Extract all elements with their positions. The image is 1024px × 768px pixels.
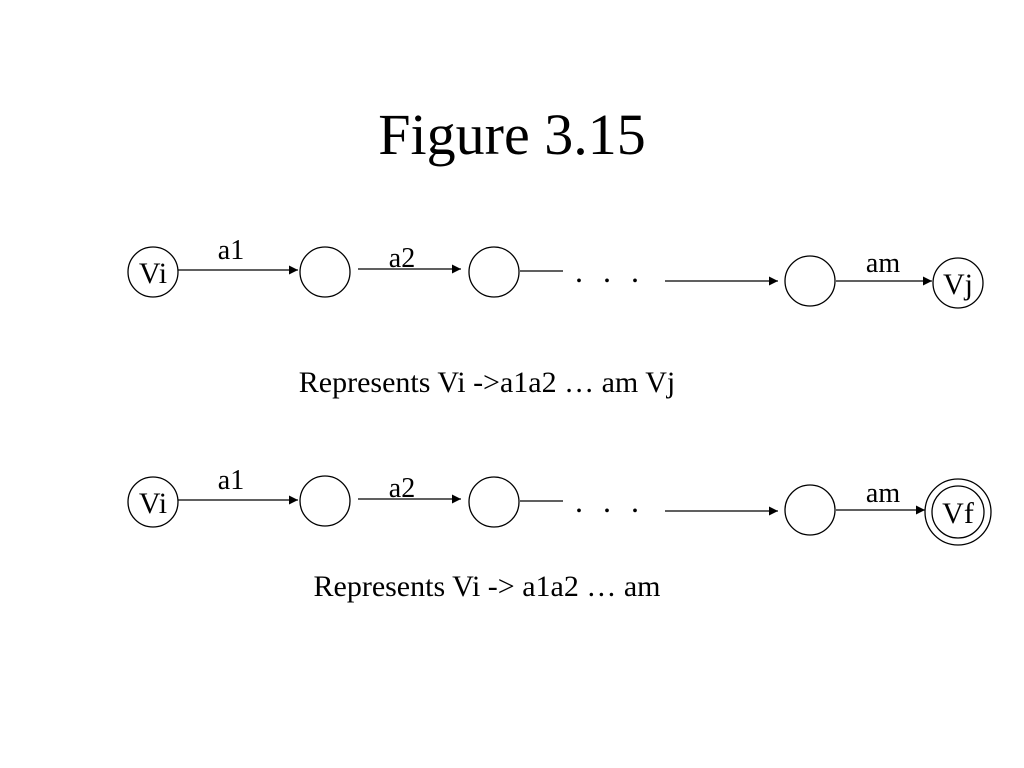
diagram-caption: Represents Vi -> a1a2 … am: [314, 570, 661, 603]
transition-label-a2: a2: [389, 473, 415, 504]
end-state-node: [932, 257, 984, 309]
final-state-label: Vf: [942, 497, 974, 530]
intermediate-state-node: [468, 476, 520, 528]
transition-label-am: am: [866, 478, 900, 509]
intermediate-state-node: [468, 246, 520, 298]
start-state-label: Vi: [139, 257, 167, 290]
path-diagram-1: Vi a1 a2 . . . am Vj Represents Vi ->a1a…: [127, 235, 984, 399]
start-state-label: Vi: [139, 487, 167, 520]
path-diagram-2: Vi a1 a2 . . . am Vf Represents Vi -> a1…: [127, 465, 992, 603]
figure-title: Figure 3.15: [378, 102, 646, 167]
transition-label-a1: a1: [218, 235, 244, 266]
transition-label-am: am: [866, 248, 900, 279]
start-state-node: [127, 476, 179, 528]
intermediate-state-node: [784, 255, 836, 307]
transition-label-a1: a1: [218, 465, 244, 496]
transition-label-a2: a2: [389, 243, 415, 274]
ellipsis: . . .: [575, 253, 645, 289]
intermediate-state-node: [299, 475, 351, 527]
start-state-node: [127, 246, 179, 298]
intermediate-state-node: [299, 246, 351, 298]
diagram-caption: Represents Vi ->a1a2 … am Vj: [299, 366, 675, 399]
intermediate-state-node: [784, 484, 836, 536]
end-state-label: Vj: [943, 268, 973, 301]
final-state-outer-ring: [924, 478, 992, 546]
ellipsis: . . .: [575, 483, 645, 519]
final-state-node: [931, 485, 985, 539]
